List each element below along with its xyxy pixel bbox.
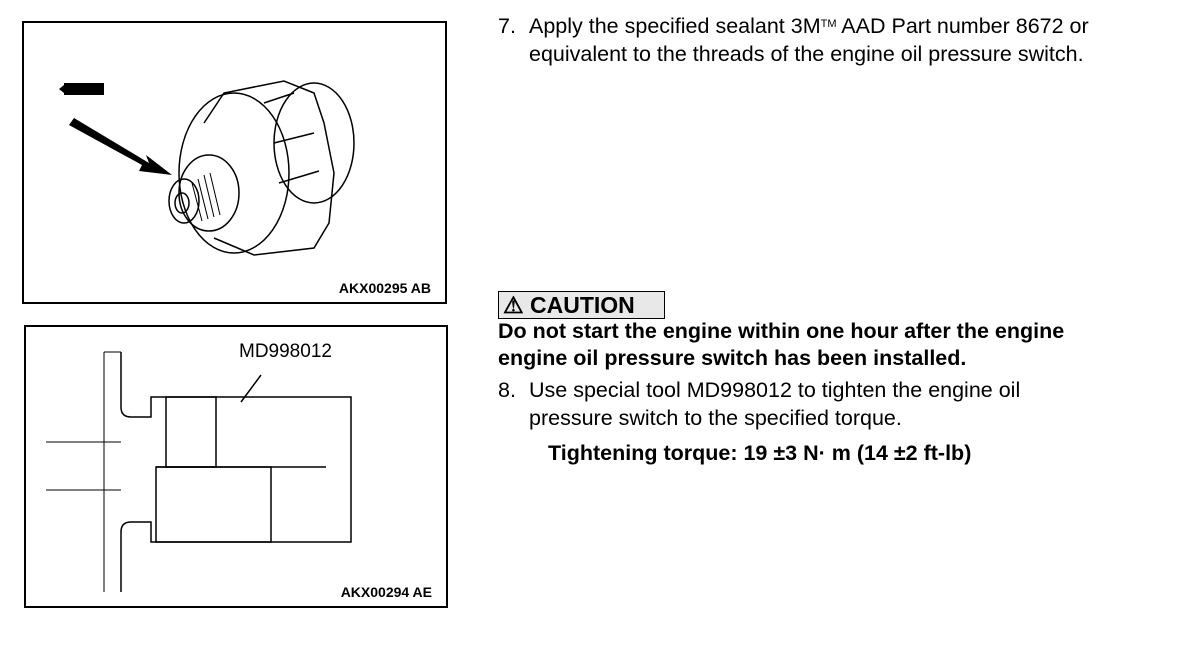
trademark: TM <box>820 18 837 30</box>
figure-oil-pressure-switch: AKX00295 AB <box>22 21 447 304</box>
warning-triangle-icon: ⚠ <box>503 292 524 318</box>
step-8-line1: Use special tool MD998012 to tighten the… <box>529 378 1021 402</box>
step-7-text: Apply the specified sealant 3M <box>529 14 821 38</box>
step-8-number: 8. <box>498 378 516 402</box>
caution-badge: ⚠ CAUTION <box>498 291 665 319</box>
step-8-line2: pressure switch to the specified torque. <box>529 406 902 430</box>
figure-id: AKX00295 AB <box>338 280 431 296</box>
step-7-line1: Apply the specified sealant 3MTM AAD Par… <box>529 14 1089 39</box>
step-7-text-cont: AAD Part number 8672 or <box>836 14 1089 38</box>
step-7-number: 7. <box>498 14 516 38</box>
figure-special-tool: MD998012 AKX00294 AE <box>24 325 448 608</box>
caution-line2: engine oil pressure switch has been inst… <box>498 346 967 370</box>
tool-callout-label: MD998012 <box>239 341 332 362</box>
caution-label: CAUTION <box>530 292 635 318</box>
switch-illustration <box>59 80 355 256</box>
tool-illustration <box>46 351 352 592</box>
caution-line1: Do not start the engine within one hour … <box>498 319 1065 343</box>
tightening-torque: Tightening torque: 19 ±3 N· m (14 ±2 ft-… <box>548 441 972 465</box>
step-7-line2: equivalent to the threads of the engine … <box>529 42 1084 66</box>
figure-id: AKX00294 AE <box>340 584 432 600</box>
